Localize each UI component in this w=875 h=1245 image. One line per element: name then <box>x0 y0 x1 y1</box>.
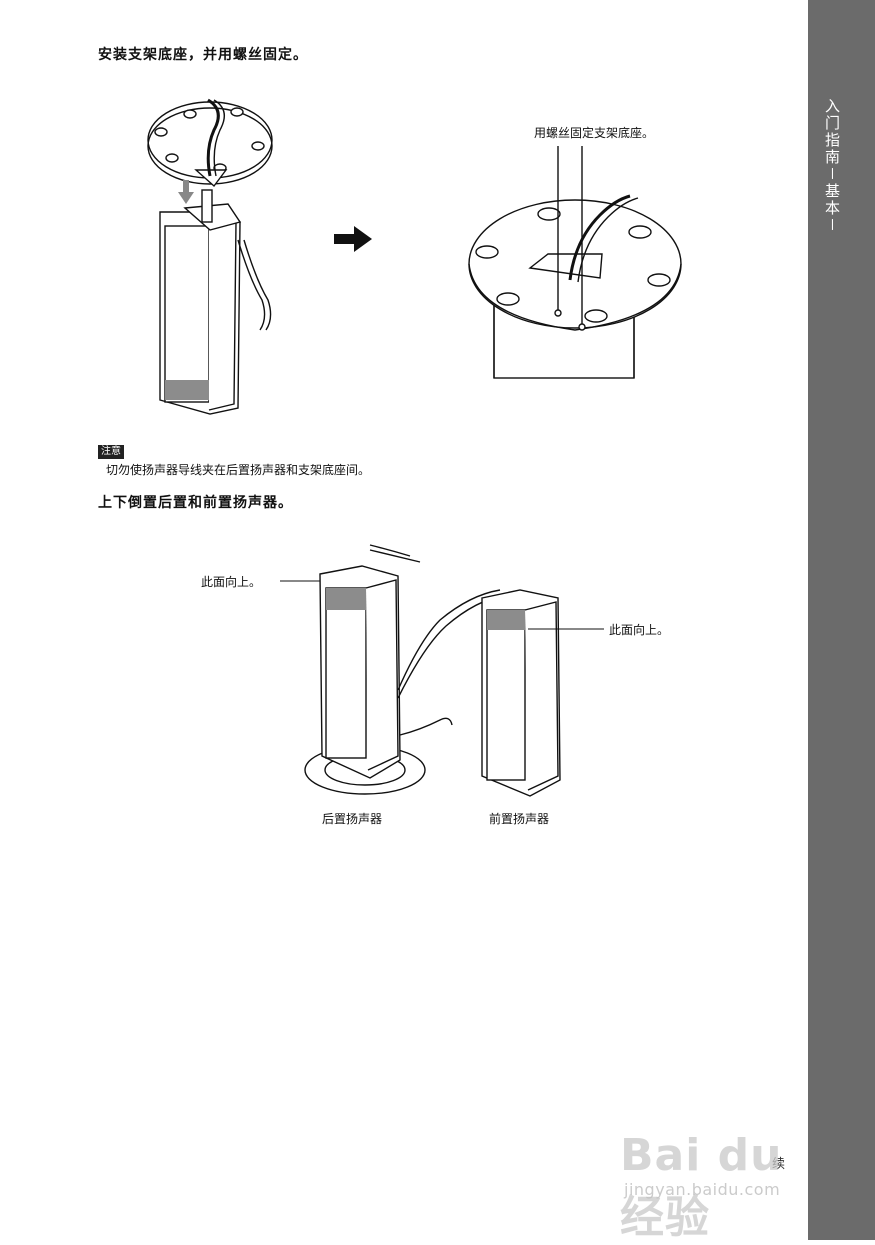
callout-face-up-left: 此面向上。 <box>201 575 262 589</box>
speaker-step1 <box>159 189 272 415</box>
note-text: 切勿使扬声器导线夹在后置扬声器和支架底座间。 <box>106 463 371 477</box>
front-speaker-illustration <box>481 589 561 797</box>
base-plate-closeup <box>468 146 682 379</box>
callout-lines <box>280 580 604 630</box>
screw-callout: 用螺丝固定支架底座。 <box>534 126 655 140</box>
callout-face-up-right: 此面向上。 <box>609 623 670 637</box>
rear-speaker-illustration <box>304 544 507 795</box>
watermark-url: jingyan.baidu.com <box>624 1180 781 1199</box>
caption-front-speaker: 前置扬声器 <box>489 812 550 826</box>
continued-mark: 续 <box>772 1157 786 1172</box>
stand-base-plate <box>147 98 273 188</box>
down-arrow-icon <box>178 180 194 204</box>
section-title: 入门指南－基本－ <box>823 98 841 235</box>
step2-instruction: 上下倒置后置和前置扬声器。 <box>98 495 293 511</box>
section-sidebar: 入门指南－基本－ <box>808 0 875 1240</box>
baidu-watermark: Bai du 经验 jingyan.baidu.com <box>620 1110 820 1243</box>
right-arrow-icon <box>334 226 372 252</box>
caption-rear-speaker: 后置扬声器 <box>322 812 383 826</box>
watermark-brand: Bai du 经验 <box>620 1130 783 1243</box>
step1-instruction: 安装支架底座，并用螺丝固定。 <box>98 47 308 63</box>
note-badge: 注意 <box>98 445 124 459</box>
